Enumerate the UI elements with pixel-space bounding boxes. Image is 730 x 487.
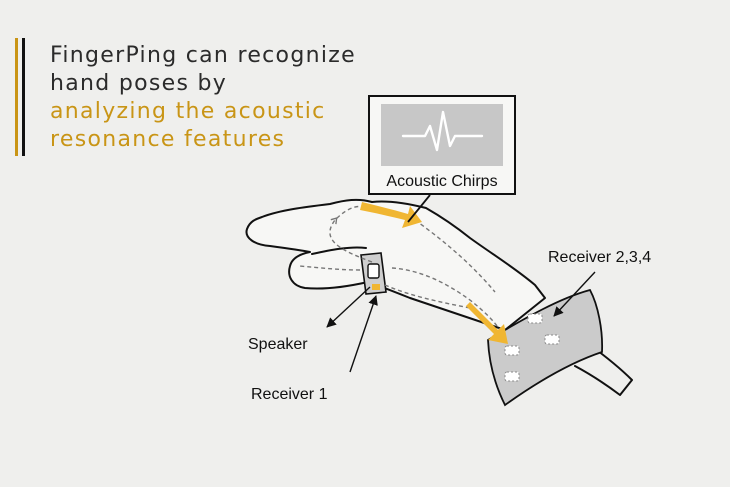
acoustic-paths bbox=[299, 205, 501, 331]
wrist-band bbox=[487, 288, 604, 407]
receiver-234-label: Receiver 2,3,4 bbox=[548, 249, 651, 266]
waveform-icon bbox=[401, 110, 484, 152]
headline-line-2: hand poses by bbox=[50, 71, 228, 96]
finger-ring bbox=[360, 252, 387, 295]
headline-line-1: FingerPing can recognize bbox=[50, 43, 356, 68]
speaker-label: Speaker bbox=[248, 336, 308, 353]
accent-bar-black bbox=[22, 38, 25, 156]
acoustic-arrows bbox=[360, 202, 508, 344]
headline-line-3: analyzing the acoustic bbox=[50, 99, 326, 124]
chirp-callout: Acoustic Chirps bbox=[368, 95, 516, 223]
accent-bar-gold bbox=[15, 38, 18, 156]
headline: FingerPing can recognize hand poses by a… bbox=[50, 42, 356, 154]
hand-drawing bbox=[245, 198, 633, 396]
headline-line-4: resonance features bbox=[50, 127, 286, 152]
leader-lines bbox=[326, 271, 596, 373]
receiver-1-label: Receiver 1 bbox=[251, 386, 328, 403]
chirp-box-label: Acoustic Chirps bbox=[386, 173, 497, 190]
